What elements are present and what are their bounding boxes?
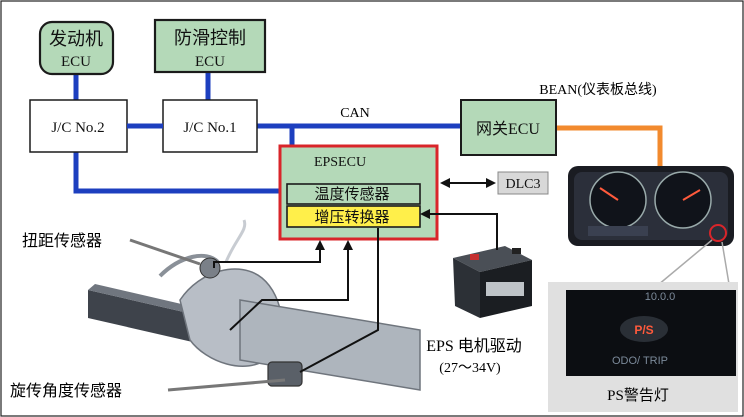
battery-image (453, 246, 532, 318)
torque-sensor-arrow (315, 240, 325, 250)
steering-gear-image (88, 219, 421, 391)
temp-sensor-box (286, 183, 421, 205)
engine-ecu-line2: ECU (61, 54, 91, 70)
booster-box (286, 205, 421, 228)
engine-ecu-line1: 发动机 (49, 29, 103, 49)
booster-label: 增压转换器 (314, 209, 389, 226)
antislip-ecu-line2: ECU (195, 54, 225, 70)
jc2-label: J/C No.2 (51, 120, 104, 136)
rotation-sensor-pointer (167, 378, 286, 392)
eps-voltage-label: (27～34V) (439, 361, 501, 376)
rotation-sensor-arrow (343, 240, 353, 250)
eps-motor-label: EPS 电机驱动 (426, 337, 522, 355)
motor-wire (299, 228, 379, 373)
instrument-cluster-image (568, 166, 734, 246)
epsecu-link (73, 152, 280, 194)
dlc3-label: DLC3 (506, 177, 541, 192)
dlc3-box: DLC3 (497, 171, 549, 195)
ps-indicator: P/S (634, 323, 653, 337)
gateway-ecu-box: 网关ECU (460, 99, 557, 156)
jc1-label: J/C No.1 (183, 120, 236, 136)
jc1-box: J/C No.1 (162, 99, 258, 153)
antislip-ecu-line1: 防滑控制 (174, 28, 246, 48)
odo-trip-text: ODO/ TRIP (612, 355, 668, 367)
rotation-sensor-wire (229, 248, 349, 331)
can-label: CAN (340, 106, 370, 121)
temp-sensor-label: 温度传感器 (314, 186, 389, 203)
gateway-ecu-label: 网关ECU (476, 120, 540, 138)
battery-cable (426, 213, 498, 250)
battery-arrow (420, 209, 430, 219)
torque-sensor-pointer (129, 238, 201, 266)
dlc3-connection (440, 178, 496, 188)
rotation-sensor-label: 旋传角度传感器 (10, 382, 122, 400)
torque-sensor-wire (213, 248, 321, 268)
antislip-ecu-box: 防滑控制 ECU (153, 18, 267, 74)
epsecu-box: EPSECU 温度传感器 增压转换器 (278, 144, 439, 241)
jc2-box: J/C No.2 (29, 99, 128, 153)
callout-line-left (651, 239, 713, 291)
ps-lamp-marker (709, 224, 727, 242)
bean-bus-line (556, 125, 663, 166)
engine-ecu-box: 发动机 ECU (38, 20, 115, 76)
ps-warning-label: PS警告灯 (607, 387, 669, 404)
torque-sensor-label: 扭距传感器 (22, 232, 102, 250)
ps-warning-panel: 10.0.0 P/S ODO/ TRIP PS警告灯 (548, 282, 738, 412)
bean-label: BEAN(仪表板总线) (539, 82, 657, 98)
display-top-text: 10.0.0 (645, 291, 676, 303)
epsecu-label: EPSECU (314, 155, 366, 170)
